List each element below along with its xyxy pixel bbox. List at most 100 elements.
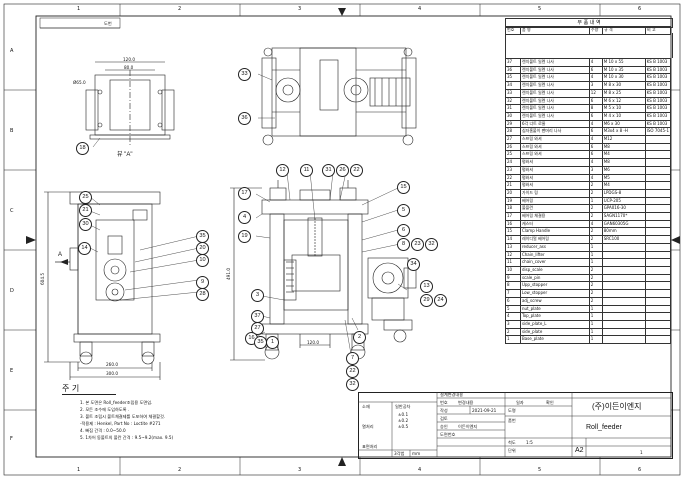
balloon: 19: [238, 230, 251, 243]
bom-cell: 레이디얼 베어링: [519, 235, 590, 244]
bom-cell: 80mm: [601, 227, 646, 237]
title-block: [358, 392, 673, 459]
bom-cell: 30: [505, 111, 521, 121]
bom-cell: M3x4 x 8 -H: [601, 127, 646, 137]
bom-cell: 29: [505, 119, 521, 129]
bom-cell: KS B 1003: [644, 111, 672, 121]
company-name: (주)이든이엔지: [592, 402, 642, 411]
balloon: 8: [397, 238, 410, 251]
bom-cell: M 10 x 55: [601, 58, 646, 67]
drawing-title: Roll_feeder: [586, 424, 622, 431]
bom-cell: 7: [505, 289, 521, 298]
bom-cell: Top_plate: [519, 312, 590, 321]
bom-cell: KS B 1003: [644, 96, 672, 106]
bom-cell: 2: [588, 204, 603, 214]
bom-cell: 28: [505, 127, 521, 137]
zone-letter: C: [10, 208, 14, 214]
dim-label: 120.0: [123, 57, 135, 62]
view-a-label: 뷰 "A": [117, 152, 133, 158]
view-arrow-label: A: [58, 252, 63, 258]
bom-cell: 4: [588, 73, 603, 83]
bom-cell: 18: [505, 204, 521, 214]
bom-cell: 16: [505, 219, 521, 229]
zone-number: 4: [418, 6, 422, 12]
bom-cell: [644, 258, 672, 267]
bom-cell: 2: [588, 289, 603, 298]
balloon: 12: [276, 164, 289, 177]
bom-cell: 15: [505, 227, 521, 237]
zone-number: 2: [178, 467, 182, 473]
balloon: 30: [79, 218, 92, 231]
bom-cell: 캐스터: [519, 219, 590, 229]
bom-cell: 렌치볼트 일렌 나사: [519, 104, 590, 113]
rev-col: 번호: [440, 400, 448, 405]
bom-cell: Base_plate: [519, 335, 590, 344]
note-line: 4. 빠짐 간격 : 0.0~50.0: [80, 428, 126, 433]
bom-cell: 10: [505, 266, 521, 275]
tb-label: 도면번호: [440, 432, 456, 437]
bom-cell: 27: [505, 135, 521, 144]
bom-cell: 22: [505, 173, 521, 183]
rev-col: 확인: [546, 400, 554, 405]
zone-letter: F: [10, 436, 13, 442]
bom-cell: [601, 258, 646, 267]
tb-label: 검토: [440, 416, 448, 421]
tb-scale: 1:5: [526, 440, 533, 445]
tb-designer: 이든이엔지: [458, 424, 478, 429]
bom-cell: [644, 304, 672, 314]
balloon: 11: [300, 164, 313, 177]
zone-number: 6: [638, 6, 642, 12]
zone-letter: B: [10, 128, 14, 134]
bom-cell: nut_plate: [519, 304, 590, 314]
bom-cell: 8: [588, 104, 603, 113]
bom-cell: [601, 289, 646, 298]
bom-cell: 2: [588, 266, 603, 275]
bom-cell: 19: [505, 196, 521, 206]
bom-cell: [601, 319, 646, 329]
notes-title: 주 기: [62, 384, 80, 393]
zone-number: 1: [77, 6, 81, 12]
bom-cell: 스프링 와셔: [519, 135, 590, 144]
bom-cell: [644, 319, 672, 329]
tb-label: 소재: [362, 404, 370, 409]
bom-cell: M5: [601, 173, 646, 183]
bom-cell: 9: [505, 273, 521, 283]
zone-number: 3: [298, 6, 302, 12]
bom-cell: [601, 304, 646, 314]
balloon: 35: [254, 336, 267, 349]
bom-cell: [601, 327, 646, 337]
note-line: 1. 본 도면은 Roll_feeder조립용 도면임.: [80, 400, 153, 405]
bom-cell: 2: [588, 235, 603, 244]
bom-cell: [644, 196, 672, 206]
bom-cell: 6: [588, 65, 603, 75]
bom-cell: 23: [505, 165, 521, 175]
bom-cell: 2: [588, 181, 603, 190]
bom-cell: 32: [505, 96, 521, 106]
rev-col: 변경내용: [458, 400, 474, 405]
bom-cell: 2: [505, 327, 521, 337]
zone-letter: A: [10, 48, 14, 54]
bom-cell: 2: [588, 212, 603, 221]
balloon: 4: [238, 211, 251, 224]
bom-cell: [601, 312, 646, 321]
bom-cell: 1: [588, 335, 603, 344]
dim-bottom: 120.0: [307, 340, 319, 345]
bom-col: 비 고: [645, 26, 671, 35]
bom-cell: GPA016-30: [601, 204, 646, 214]
balloon: 18: [76, 142, 89, 155]
bom-cell: 17: [505, 212, 521, 221]
bom-cell: 34: [505, 81, 521, 90]
zone-letter: E: [10, 368, 14, 374]
dim-width: 300.0: [106, 371, 118, 376]
bom-cell: M4: [601, 181, 646, 190]
